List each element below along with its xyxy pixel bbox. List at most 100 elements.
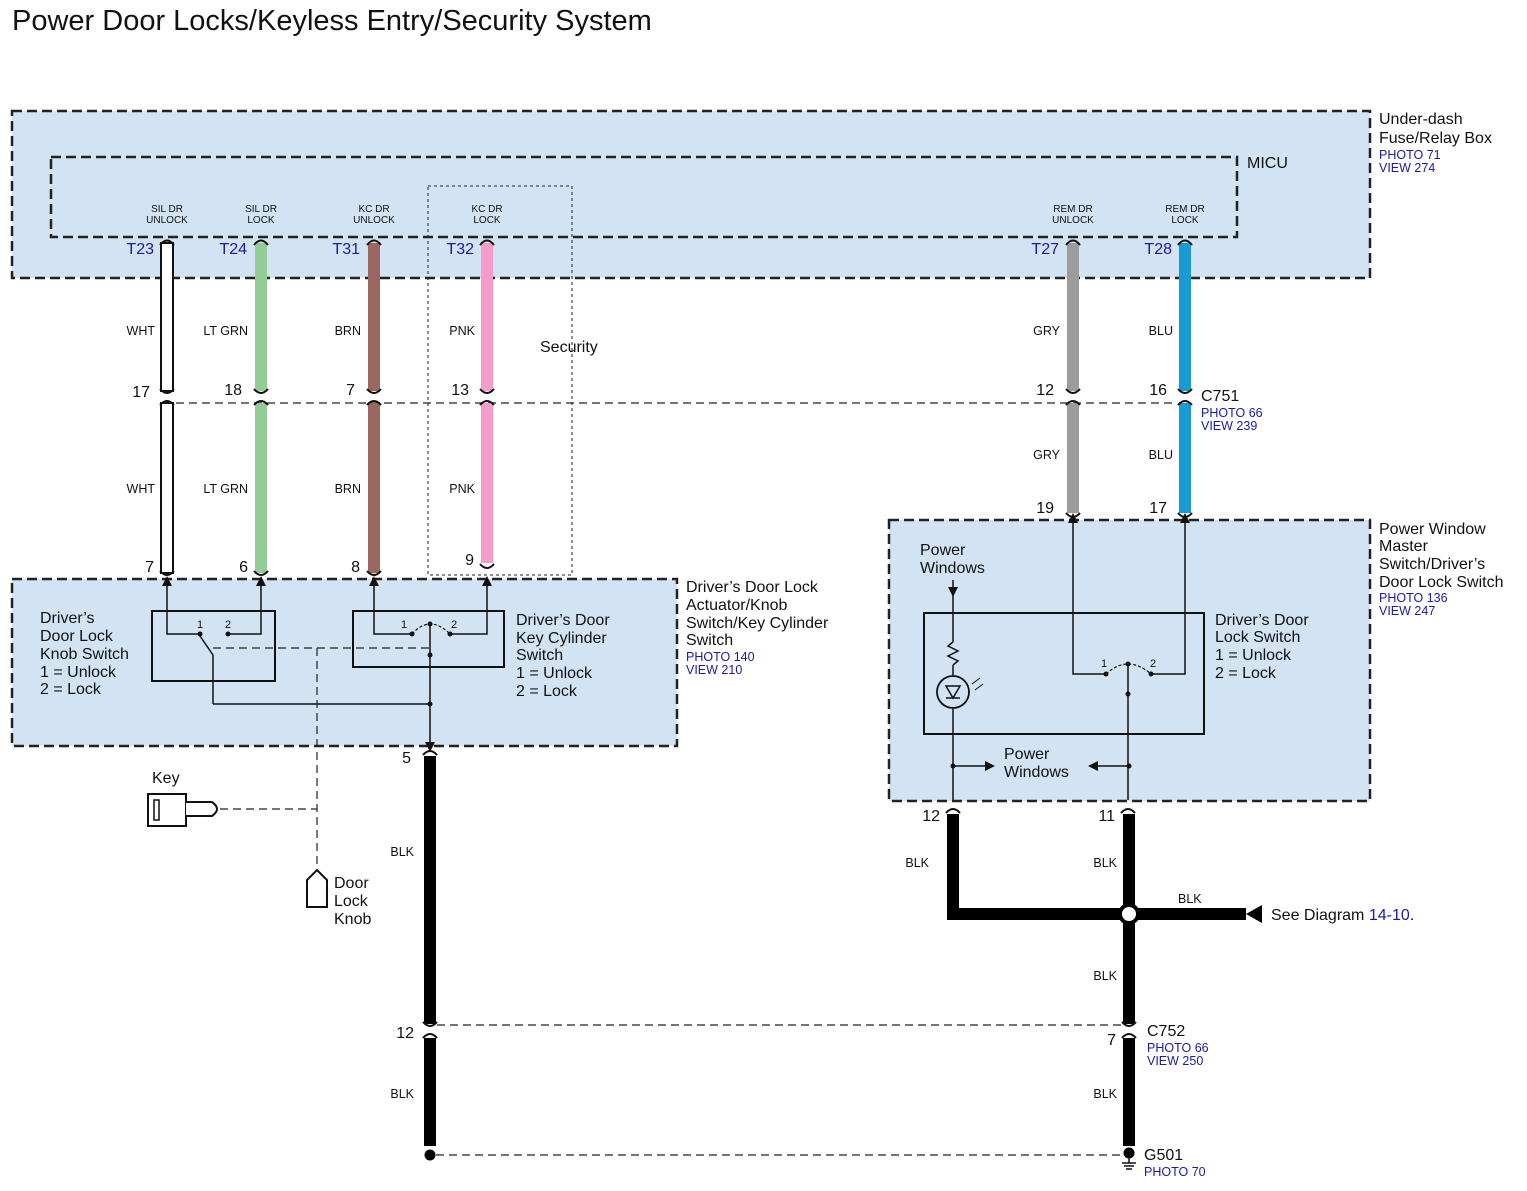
resistor-icon <box>946 641 960 666</box>
security-label: Security <box>540 339 598 356</box>
pin-number: 7 <box>1107 1032 1116 1049</box>
g501-name: G501 <box>1144 1147 1183 1164</box>
actuator-name: Actuator/Knob <box>686 597 788 614</box>
actuator-name: Switch/Key Cylinder <box>686 615 829 632</box>
pin-number: 13 <box>451 382 469 399</box>
knob-switch-blade <box>199 635 214 656</box>
pin-number: 5 <box>402 750 411 767</box>
pin-number: 18 <box>224 382 242 399</box>
wire-gry-upper <box>1067 243 1079 391</box>
see-diagram-suffix: . <box>1410 907 1414 924</box>
wire-gry-lower <box>1067 403 1079 513</box>
wire-blk-left-lower <box>424 1038 436 1146</box>
wire-color-labels: WHT LT GRN BRN PNK GRY BLU WHT LT GRN BR… <box>127 324 1173 496</box>
power-windows-label: Windows <box>920 560 985 577</box>
key-switch-legend: 1 = Unlock <box>516 665 593 682</box>
pin-number: 11 <box>1098 808 1115 825</box>
terminal-t24-number: T24 <box>219 241 247 258</box>
pin-number: 17 <box>1149 500 1167 517</box>
underdash-name-1: Under-dash <box>1379 111 1463 128</box>
pw-lock-switch-arc <box>1105 663 1152 675</box>
underdash-view-link[interactable]: VIEW 274 <box>1379 161 1435 175</box>
underdash-photo-link[interactable]: PHOTO 71 <box>1379 148 1441 162</box>
pw-box-name: Switch/Driver’s <box>1379 556 1485 573</box>
c752-name: C752 <box>1147 1023 1185 1040</box>
micu-box <box>49 155 1239 239</box>
wire-label: BLK <box>1093 856 1117 870</box>
switch-position-1: 1 <box>1101 658 1107 670</box>
wire-label: LT GRN <box>203 324 248 338</box>
c752-photo-link[interactable]: PHOTO 66 <box>1147 1041 1209 1055</box>
terminal-t23-label-1: SIL DR <box>151 204 183 215</box>
pin-number: 17 <box>132 384 150 401</box>
key-switch-name: Driver’s Door <box>516 612 610 629</box>
c751-view-link[interactable]: VIEW 239 <box>1201 419 1257 433</box>
pin-number: 7 <box>145 559 154 576</box>
micu-terminal-labels: SIL DR UNLOCK SIL DR LOCK KC DR UNLOCK K… <box>126 204 1204 258</box>
pw-view-link[interactable]: VIEW 247 <box>1379 604 1435 618</box>
pin-number: 9 <box>465 552 474 569</box>
pin-number: 19 <box>1036 500 1054 517</box>
wire-label: GRY <box>1033 324 1061 338</box>
g501-photo-link[interactable]: PHOTO 70 <box>1144 1165 1206 1179</box>
pw-lock-switch-name: Driver’s Door <box>1215 612 1309 629</box>
pin-number: 12 <box>922 808 940 825</box>
wire-label: BLU <box>1149 324 1173 338</box>
wire-label: WHT <box>127 324 156 338</box>
terminal-t23-label-2: UNLOCK <box>146 215 188 226</box>
wire-label: BLK <box>1093 969 1117 983</box>
pw-box-name: Door Lock Switch <box>1379 574 1504 591</box>
terminal-t32-label-1: KC DR <box>471 204 502 215</box>
wire-label: BLK <box>390 1087 414 1101</box>
pin-number: 8 <box>351 559 360 576</box>
door-knob-label: Knob <box>334 911 371 928</box>
pw-photo-link[interactable]: PHOTO 136 <box>1379 591 1448 605</box>
pin-number: 12 <box>1036 382 1054 399</box>
terminal-caps <box>159 239 1193 576</box>
wire-blk-pw-ground <box>947 814 1246 920</box>
wire-label: BLK <box>905 856 929 870</box>
terminal-t31-number: T31 <box>332 241 360 258</box>
terminal-t28-label-2: LOCK <box>1171 215 1199 226</box>
terminal-t31-label-2: UNLOCK <box>353 215 395 226</box>
pin-number: 16 <box>1149 382 1167 399</box>
actuator-photo-link[interactable]: PHOTO 140 <box>686 650 755 664</box>
power-windows-label: Windows <box>1004 764 1069 781</box>
terminal-t23-number: T23 <box>126 241 154 258</box>
door-knob-label: Lock <box>334 893 369 910</box>
pw-box-name: Power Window <box>1379 521 1486 538</box>
wire-label: BLU <box>1149 448 1173 462</box>
wire-label: BRN <box>335 324 361 338</box>
see-diagram-link[interactable]: 14-10 <box>1369 907 1410 924</box>
ground-splice-left <box>424 1149 436 1161</box>
wire-label: BLK <box>390 845 414 859</box>
power-windows-label: Power <box>920 542 966 559</box>
splice-point <box>1118 903 1140 925</box>
terminal-t27-number: T27 <box>1031 241 1059 258</box>
key-label: Key <box>152 770 180 787</box>
knob-switch-wire-2 <box>228 632 262 635</box>
knob-switch-wire-1 <box>166 632 200 635</box>
wire-label: GRY <box>1033 448 1061 462</box>
key-cylinder-switch-box <box>352 610 505 668</box>
c752-view-link[interactable]: VIEW 250 <box>1147 1054 1203 1068</box>
see-diagram-text: See Diagram 14-10. <box>1271 907 1414 924</box>
pin-number: 7 <box>346 382 355 399</box>
terminal-t27-label-1: REM DR <box>1053 204 1092 215</box>
pw-box-name: Master <box>1379 538 1429 555</box>
actuator-name: Driver’s Door Lock <box>686 579 819 596</box>
switch-position-1: 1 <box>401 619 407 631</box>
actuator-view-link[interactable]: VIEW 210 <box>686 663 742 677</box>
wire-brn-lower <box>368 403 380 573</box>
terminal-t32-label-2: LOCK <box>473 215 501 226</box>
ground-splice-right <box>1123 1147 1135 1159</box>
power-window-master-box <box>887 518 1372 803</box>
door-knob-label: Door <box>334 875 369 892</box>
wire-wht-lower <box>160 402 174 574</box>
key-switch-legend: 2 = Lock <box>516 683 578 700</box>
knob-switch-name: Knob Switch <box>40 646 129 663</box>
wire-blu-upper <box>1179 243 1191 391</box>
c751-photo-link[interactable]: PHOTO 66 <box>1201 406 1263 420</box>
wire-label: BLK <box>1178 892 1202 906</box>
